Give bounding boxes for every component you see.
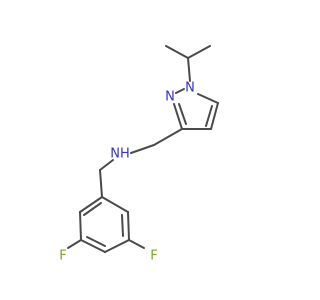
pyrazole-n1-label: N [185, 81, 195, 96]
bond-ar1-ar2-double [83, 202, 102, 216]
bond-ch2-nh [130, 144, 155, 154]
fluorine-left-label: F [59, 249, 66, 264]
bond-ar5-f [128, 239, 145, 249]
bond-ch2-ring [99, 169, 103, 198]
pyrazole-n2-label: N [165, 90, 175, 105]
bond-ar3-f [67, 239, 82, 249]
bond-ar3-ar4 [80, 239, 106, 253]
bond-c3-ch2 [153, 128, 183, 146]
bond-isopropyl-to-n1 [187, 57, 191, 82]
amine-nh-label: NH [110, 147, 130, 162]
molecule-structure: N N NH F F [59, 45, 219, 264]
fluorine-right-label: F [150, 249, 157, 264]
bond-ar5-ar6-double [121, 214, 124, 237]
bond-isopropyl-left [165, 45, 189, 59]
bond-ar3-ar4-double [86, 236, 106, 247]
bond-c3-n2-double [178, 103, 187, 125]
bond-nh-ch2 [99, 159, 114, 171]
bond-isopropyl-right [187, 45, 211, 59]
bond-c5-c4-double [205, 105, 213, 127]
bond-n1-c5 [197, 93, 219, 104]
structure-canvas: N N NH F F [59, 45, 219, 264]
bond-ar1-ar2 [79, 196, 103, 213]
bond-ar5-ar6 [127, 211, 130, 241]
bond-ar2-ar3 [79, 211, 82, 241]
bond-ar4-ar5 [104, 239, 130, 253]
bond-c5-c4 [210, 102, 219, 130]
bond-ar6-ar1 [101, 196, 129, 213]
bond-n2-n1 [175, 88, 185, 94]
bond-c3-n2 [173, 103, 183, 130]
